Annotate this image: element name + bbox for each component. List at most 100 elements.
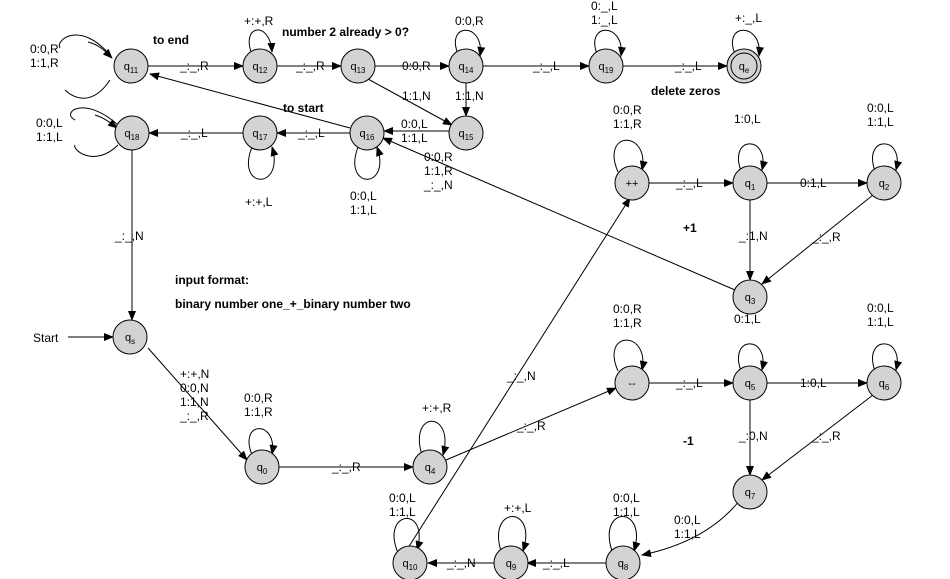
state-name: q	[618, 558, 624, 570]
edge-label: _:_,R	[811, 429, 841, 443]
edge-q17-loop	[247, 146, 279, 180]
edge-label-line: _:_,L	[542, 556, 570, 570]
edge-pp-loop	[613, 139, 648, 173]
state-subscript: 3	[751, 297, 756, 306]
edge-q10-loop	[393, 518, 424, 554]
edge-label: _:_,L	[532, 59, 560, 73]
edge-label-line: 1:1,L	[401, 131, 428, 145]
state-name: q	[879, 378, 885, 390]
state-name: q	[125, 332, 131, 344]
state-q16: q16	[349, 115, 385, 151]
state-name: q	[359, 128, 365, 140]
state-name: q	[745, 292, 751, 304]
state-subscript: 7	[751, 492, 756, 501]
edge-label-line: 0:0,L	[674, 513, 701, 527]
state-circle	[242, 48, 278, 84]
state-circle	[340, 48, 376, 84]
edge-label-line: _:_,R	[811, 230, 841, 244]
edge-q16-loop	[354, 146, 384, 180]
edge-label: _:_,R	[331, 460, 361, 474]
state-label: q18	[124, 128, 140, 142]
edge-label: +:+,L	[245, 195, 273, 209]
state-circle	[412, 449, 448, 485]
state-name: q	[402, 558, 408, 570]
state-name: q	[425, 462, 431, 474]
edge-label-line: 0:1,L	[734, 312, 761, 326]
state-circle	[392, 545, 428, 579]
edge-label: _:_,R	[179, 59, 209, 73]
edge-label: _:_,R	[516, 419, 546, 433]
state-q9: q9	[493, 545, 529, 579]
state-circle	[493, 545, 529, 579]
state-subscript: 18	[131, 133, 140, 142]
state-q17: q17	[242, 115, 278, 151]
state-q10: q10	[392, 545, 428, 579]
edge-qe-loop	[732, 29, 765, 57]
edge-label-line: 0:0,R	[424, 150, 453, 164]
edge-label-line: 0:_,L	[591, 0, 618, 13]
note-plus-one: +1	[683, 221, 697, 235]
state-name: q	[458, 128, 464, 140]
edge-q6-q7	[761, 394, 874, 481]
edge-label-line: 0:0,R	[244, 391, 273, 405]
edge-label-line: +:+,N	[180, 367, 209, 381]
edge-label: _:_,N	[446, 556, 476, 570]
edge-label-line: _:_,N	[446, 556, 476, 570]
edge-label-line: 1:1,L	[674, 527, 701, 541]
edge-q19-loop	[594, 29, 627, 57]
state-label: --	[628, 378, 636, 390]
state-circle	[114, 115, 150, 151]
state-subscript: 15	[465, 133, 474, 142]
state-name: q	[252, 128, 258, 140]
state-q12: q12	[242, 48, 278, 84]
edge-label-line: _:0,N	[738, 429, 768, 443]
state-q15: q15	[448, 115, 484, 151]
note-to-end: to end	[153, 33, 189, 47]
edge-label: _:_,L	[675, 176, 703, 190]
edge-label-line: _:_,L	[532, 59, 560, 73]
edge-label-line: 1:1,N	[402, 89, 431, 103]
state-label: qs	[125, 332, 135, 346]
state-label: q1	[745, 178, 756, 192]
edge-q18-loop	[70, 107, 119, 157]
state-subscript: 1	[751, 183, 756, 192]
state-name: q	[506, 558, 512, 570]
state-q5: q5	[732, 365, 768, 401]
state-q13: q13	[340, 48, 376, 84]
edge-label: _:_,L	[297, 126, 325, 140]
state-circle	[614, 165, 650, 201]
state-circle	[866, 165, 902, 201]
state-label: q17	[252, 128, 268, 142]
edge-q4-mm	[445, 387, 617, 461]
edge-label: _:0,N	[738, 429, 768, 443]
edge-label: _:_,N	[114, 229, 144, 243]
edge-label-line: 0:1,L	[800, 176, 827, 190]
state-circle	[732, 165, 768, 201]
state-minusminus: --	[614, 365, 650, 401]
state-subscript: 16	[366, 133, 375, 142]
edge-q8-loop	[608, 516, 641, 552]
state-q8: q8	[605, 545, 641, 579]
state-q6: q6	[866, 365, 902, 401]
state-q3: q3	[732, 279, 768, 315]
state-q2: q2	[866, 165, 902, 201]
edge-q11-loop-arrow	[87, 41, 113, 59]
state-name: --	[628, 378, 636, 390]
state-name: q	[739, 61, 745, 73]
state-q14: q14	[448, 48, 484, 84]
edge-label: _:_,L	[675, 376, 703, 390]
edge-q12-loop	[248, 29, 276, 55]
edge-label: _:1,N	[738, 229, 768, 243]
